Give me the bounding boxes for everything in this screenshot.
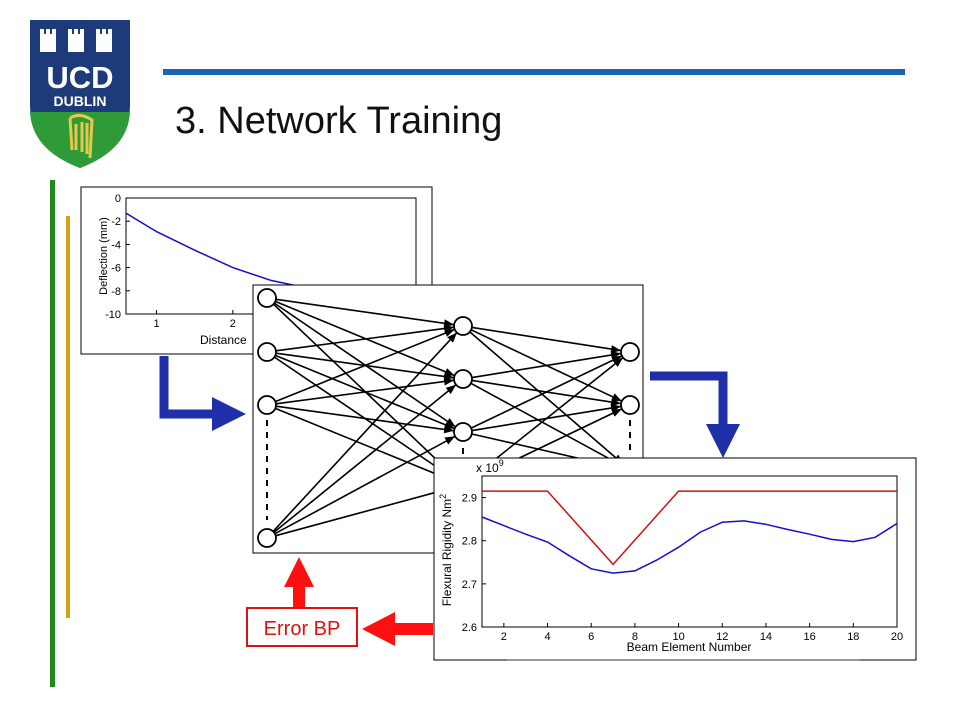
error-feedback-arrow	[362, 612, 433, 646]
rigidity-y-tick-label: 2.8	[462, 536, 477, 548]
network-connection	[470, 355, 623, 429]
deflection-y-tick-label: -8	[111, 286, 121, 298]
network-connection	[274, 407, 456, 483]
network-connection	[275, 328, 455, 403]
deflection-y-tick-label: -10	[105, 309, 121, 321]
rigidity-x-tick-label: 4	[544, 631, 550, 643]
network-connection	[275, 486, 455, 537]
rigidity-x-tick-label: 16	[804, 631, 816, 643]
header-bar	[163, 69, 905, 75]
deflection-y-tick-label: 0	[115, 193, 121, 205]
rigidity-series-red-line	[482, 490, 897, 566]
deflection-y-tick-label: -2	[111, 216, 121, 228]
rigidity-x-tick-label: 10	[672, 631, 684, 643]
logo-dublin-text: DUBLIN	[54, 93, 107, 109]
castle-icon	[40, 29, 112, 52]
rigidity-y-label: Flexural Rigidity Nm2	[438, 494, 454, 606]
left-green-bar	[50, 180, 55, 687]
deflection-y-tick-label: -4	[111, 239, 121, 251]
deflection-x-tick-label: 2	[230, 318, 236, 330]
network-connection	[274, 435, 456, 535]
rigidity-x-tick-label: 12	[716, 631, 728, 643]
left-gold-bar	[66, 216, 70, 618]
hidden-node	[453, 316, 473, 336]
rigidity-x-tick-label: 18	[847, 631, 859, 643]
rigidity-y-tick-label: 2.9	[462, 493, 477, 505]
rigidity-chart-frame	[433, 457, 917, 661]
rigidity-series-blue-line	[481, 516, 898, 574]
input-node	[257, 395, 277, 415]
input-node	[257, 288, 277, 308]
deflection-x-tick-label: 1	[153, 318, 159, 330]
error-bp-label: Error BP	[246, 607, 358, 647]
slide-title: 3. Network Training	[175, 100, 503, 142]
output-node	[620, 395, 640, 415]
output-node	[620, 342, 640, 362]
network-connection	[470, 382, 623, 467]
rigidity-x-tick-label: 6	[588, 631, 594, 643]
rigidity-y-label-text: Flexural Rigidity Nm	[440, 499, 454, 606]
rigidity-y-tick-label: 2.6	[462, 622, 477, 634]
network-connection	[469, 331, 624, 465]
input-flow-arrow	[159, 356, 246, 431]
rigidity-x-label: Beam Element Number	[627, 640, 752, 654]
network-connection	[273, 384, 457, 533]
hidden-node	[453, 369, 473, 389]
rigidity-x-tick-label: 14	[760, 631, 772, 643]
rigidity-plot-area	[481, 475, 898, 628]
rigidity-chart: 2.6 2.7 2.8 2.9 2 4 6 8 10 12 14 16 18 20 Beam Eleme…	[433, 457, 917, 661]
rigidity-y-tick-label: 2.7	[462, 579, 477, 591]
network-connection	[275, 298, 455, 328]
network-connection	[471, 326, 622, 354]
rigidity-exponent-sup: 9	[499, 458, 504, 468]
rigidity-x-tick-label: 20	[891, 631, 903, 643]
rigidity-y-label-sup: 2	[438, 494, 448, 499]
network-connection	[272, 332, 458, 532]
ucd-logo: UCD DUBLIN	[30, 20, 130, 168]
hidden-node	[453, 422, 473, 442]
logo-ucd-text: UCD	[46, 60, 113, 95]
harp-icon	[68, 113, 94, 159]
network-connections	[272, 298, 624, 537]
deflection-y-label: Deflection (mm)	[98, 217, 110, 295]
network-connection	[275, 377, 455, 405]
deflection-x-label: Distance	[200, 333, 247, 347]
logo-shield-bottom	[30, 112, 130, 168]
network-connection	[275, 405, 455, 434]
network-connection	[471, 351, 622, 379]
rigidity-exponent-label: x 109	[476, 458, 504, 475]
rigidity-exponent-base: x 10	[476, 461, 499, 475]
input-node	[257, 342, 277, 362]
rigidity-x-tick-label: 2	[501, 631, 507, 643]
network-connection	[275, 324, 455, 352]
error-up-arrow	[284, 557, 314, 607]
input-node	[257, 528, 277, 548]
deflection-y-tick-label: -6	[111, 263, 121, 275]
rigidity-x-tick-label: 8	[632, 631, 638, 643]
output-flow-arrow	[650, 371, 740, 458]
